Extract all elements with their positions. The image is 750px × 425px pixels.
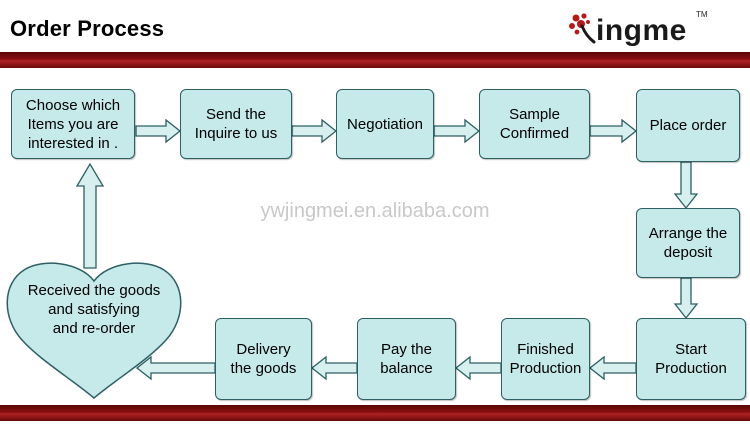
arrow-start-to-finished	[588, 355, 637, 381]
logo-trademark: TM	[696, 10, 708, 19]
step-sample-confirmed-label: Sample Confirmed	[499, 106, 570, 142]
arrow-pay-to-delivery	[310, 355, 358, 381]
arrow-deposit-to-start	[673, 277, 699, 320]
step-start-production: Start Production	[636, 318, 746, 400]
step-finished-production-label: Finished Production	[509, 341, 582, 377]
step-received-goods-label: Received the goods and satisfying and re…	[27, 282, 161, 337]
step-arrange-deposit-label: Arrange the deposit	[648, 225, 728, 261]
brand-logo: ingme TM	[568, 8, 728, 48]
step-choose-items: Choose which Items you are interested in…	[11, 89, 135, 159]
arrow-sample-to-place	[589, 118, 638, 144]
step-sample-confirmed: Sample Confirmed	[479, 89, 590, 159]
step-negotiation-label: Negotiation	[347, 115, 423, 133]
arrow-finished-to-pay	[454, 355, 502, 381]
step-finished-production: Finished Production	[501, 318, 590, 400]
heart-shape	[6, 262, 182, 399]
watermark: ywjingmei.en.alibaba.com	[260, 200, 490, 222]
step-pay-balance-label: Pay the balance	[380, 341, 433, 377]
step-arrange-deposit: Arrange the deposit	[636, 208, 740, 278]
arrow-place-to-deposit	[673, 161, 699, 210]
arrow-delivery-to-received	[135, 355, 216, 381]
footer-divider-bar	[0, 405, 750, 421]
page-title: Order Process	[10, 16, 165, 41]
arrow-choose-to-send	[135, 118, 182, 144]
arrow-send-to-negotiation	[291, 118, 338, 144]
step-place-order-label: Place order	[649, 117, 727, 134]
step-start-production-label: Start Production	[655, 341, 727, 377]
step-negotiation: Negotiation	[336, 89, 434, 159]
logo-wordmark: ingme	[596, 14, 687, 47]
step-delivery-label: Delivery the goods	[230, 341, 297, 377]
step-pay-balance: Pay the balance	[357, 318, 456, 400]
step-send-inquiry: Send the Inquire to us	[180, 89, 292, 159]
step-send-inquiry-label: Send the Inquire to us	[194, 106, 278, 142]
step-choose-items-label: Choose which Items you are interested in…	[25, 96, 121, 152]
step-delivery: Delivery the goods	[215, 318, 312, 400]
logo-flower-icon	[569, 13, 596, 44]
arrow-received-to-choose	[75, 162, 105, 269]
header-divider-bar	[0, 52, 750, 68]
arrow-negotiation-to-sample	[433, 118, 481, 144]
step-place-order: Place order	[636, 89, 740, 162]
